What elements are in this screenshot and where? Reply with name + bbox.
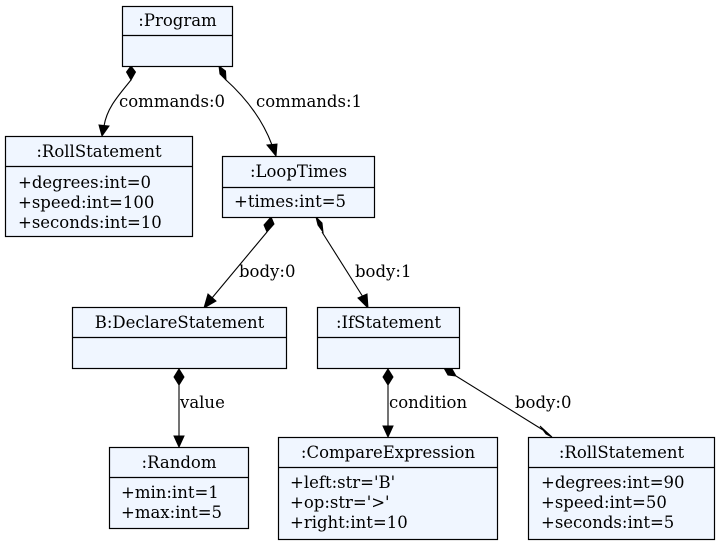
node-title: :Program xyxy=(138,11,217,30)
node-attribute: +times:int=5 xyxy=(234,192,346,211)
node-random: :Random +min:int=1 +max:int=5 xyxy=(108,446,250,530)
node-compare-expression: :CompareExpression +left:str='B' +op:str… xyxy=(277,436,499,541)
composition-diamond xyxy=(263,216,275,233)
node-program: :Program xyxy=(121,5,234,68)
edge-if-compare: condition xyxy=(382,368,467,439)
node-title: :RollStatement xyxy=(36,142,162,161)
edge-label-commands-1: commands:1 xyxy=(256,92,362,111)
edge-label-value: value xyxy=(179,393,225,412)
composition-diamond xyxy=(315,215,324,234)
arrowhead xyxy=(266,143,278,158)
edge-label-body-0-if: body:0 xyxy=(515,393,571,412)
edge-program-roll1: commands:0 xyxy=(98,65,225,138)
edge-loop-if: body:1 xyxy=(315,215,411,310)
node-attribute: +speed:int=100 xyxy=(18,193,154,212)
edge-label-body-1: body:1 xyxy=(355,262,411,281)
node-roll-statement-2: :RollStatement +degrees:int=90 +speed:in… xyxy=(527,436,716,541)
node-title: :IfStatement xyxy=(336,313,441,332)
node-roll-statement-1: :RollStatement +degrees:int=0 +speed:int… xyxy=(4,135,194,238)
arrowhead xyxy=(357,293,369,310)
node-title: :Random xyxy=(142,453,217,472)
edge-program-loop: commands:1 xyxy=(218,64,362,158)
node-attribute: +seconds:int=5 xyxy=(541,513,674,532)
edge-label-condition: condition xyxy=(389,393,467,412)
node-attribute: +left:str='B' xyxy=(290,473,395,492)
edge-if-roll2: body:0 xyxy=(443,367,571,438)
node-title: :RollStatement xyxy=(559,443,685,462)
arrowhead xyxy=(173,435,185,449)
node-attribute: +seconds:int=10 xyxy=(18,213,162,232)
node-declare-statement: B:DeclareStatement xyxy=(71,306,288,370)
node-title: B:DeclareStatement xyxy=(95,313,265,332)
composition-diamond xyxy=(443,367,457,377)
arrowhead xyxy=(98,124,110,138)
edge-declare-random: value xyxy=(173,368,225,449)
node-attribute: +speed:int=50 xyxy=(541,493,667,512)
composition-diamond xyxy=(173,368,185,386)
edge-label-commands-0: commands:0 xyxy=(119,92,225,111)
arrowhead xyxy=(203,293,217,310)
node-loop-times: :LoopTimes +times:int=5 xyxy=(221,155,376,219)
edge-label-body-0: body:0 xyxy=(239,262,295,281)
arrowhead xyxy=(382,425,394,439)
arrowhead xyxy=(539,425,553,438)
node-if-statement: :IfStatement xyxy=(316,306,461,370)
edge-loop-declare: body:0 xyxy=(203,216,295,310)
node-attribute: +degrees:int=90 xyxy=(541,473,685,492)
composition-diamond xyxy=(125,65,137,82)
node-attribute: +max:int=5 xyxy=(121,503,222,522)
composition-diamond xyxy=(382,368,394,386)
node-attribute: +op:str='>' xyxy=(290,493,390,512)
node-attribute: +min:int=1 xyxy=(121,483,219,502)
node-title: :CompareExpression xyxy=(301,443,476,462)
node-title: :LoopTimes xyxy=(250,162,347,181)
node-attribute: +degrees:int=0 xyxy=(18,173,151,192)
node-attribute: +right:int=10 xyxy=(290,513,408,532)
composition-diamond xyxy=(218,64,227,82)
